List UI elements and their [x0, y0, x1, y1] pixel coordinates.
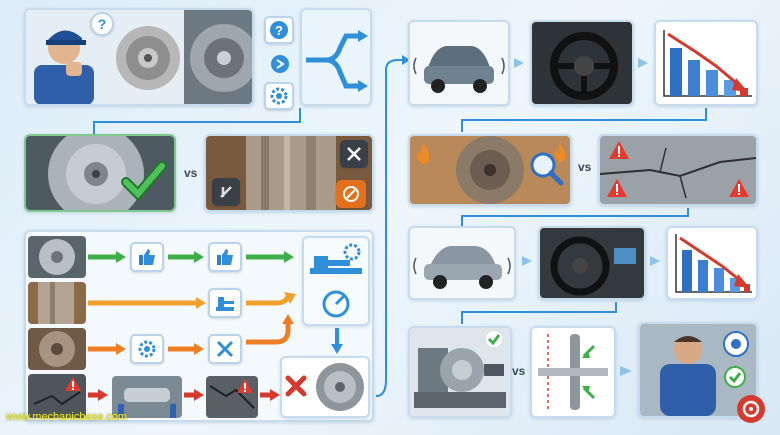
- gear-icon: [138, 340, 156, 358]
- cracked-part-photo: [206, 376, 258, 418]
- orange-arrow-3: [88, 342, 128, 356]
- gear-icon: [270, 87, 288, 105]
- check-icon-small: [484, 330, 504, 348]
- lathe-icon: [216, 297, 234, 311]
- thumbs-up-icon: [139, 249, 155, 265]
- watermark-text: www.mechanicbase.com: [6, 411, 128, 423]
- decline-chart-panel-1: [654, 20, 758, 106]
- arrow-circle: [270, 54, 290, 74]
- machining-panel: [302, 236, 370, 326]
- intro-panel: [24, 8, 254, 106]
- question-tile: ?: [264, 16, 294, 44]
- wrench-screwdriver-icon: [216, 340, 234, 358]
- split-arrows: [306, 30, 368, 92]
- decline-chart-panel-2: [666, 226, 758, 300]
- gear-tile-2: [130, 334, 164, 364]
- steering-panel: [530, 20, 634, 106]
- connector-right-1: [456, 106, 716, 134]
- gear-tile: [264, 82, 294, 110]
- flywheel-measurement-diagram: [532, 328, 614, 416]
- magnifier-icon: [528, 150, 564, 186]
- row2-photo: [28, 282, 86, 324]
- thumbs-up-icon: [217, 249, 233, 265]
- blue-arrow-r1: [512, 56, 528, 70]
- connector-right-3: [456, 300, 656, 326]
- check-icon-badge: [724, 366, 746, 388]
- connector-line: [90, 106, 320, 136]
- shaking-car-panel: [408, 20, 510, 106]
- vs-label-left: vs: [184, 166, 198, 180]
- lathe-tile: [208, 288, 242, 318]
- tools-tile-3: [208, 334, 242, 364]
- green-arrow-1: [88, 250, 128, 264]
- brake-icon: [343, 186, 359, 202]
- connector-right-2: [456, 206, 716, 228]
- wrench-screwdriver-icon: [347, 147, 361, 161]
- declining-bars-chart: [656, 22, 756, 104]
- flame-icon-2: [550, 142, 570, 164]
- shaking-car-panel-2: [408, 226, 516, 300]
- cracked-surface-photo: [600, 136, 756, 204]
- smooth-flywheel-photo: [26, 136, 174, 210]
- vibrating-car-illustration: [410, 22, 508, 104]
- blue-down-arrow: [330, 328, 344, 356]
- svg-text:?: ?: [275, 23, 283, 38]
- brake-tile: [336, 180, 366, 208]
- thumbs-up-tile-1: [130, 242, 164, 272]
- warning-icon-3: [608, 140, 630, 160]
- row3-photo: [28, 328, 86, 370]
- tools-tile: [340, 140, 368, 168]
- warning-icon-2: [236, 378, 254, 394]
- blue-arrow-r2: [636, 56, 652, 70]
- orange-arrow-4: [168, 342, 206, 356]
- blue-arrow-r5: [618, 364, 636, 378]
- thumbs-up-tile-2: [208, 242, 242, 272]
- row4-photo: [28, 374, 86, 418]
- vibrating-sedan-illustration: [410, 228, 514, 298]
- wrench-screwdriver-icon: [220, 186, 232, 198]
- tools-tile-2: [212, 178, 240, 206]
- question-bubble: ?: [90, 12, 114, 36]
- check-icon: [120, 160, 168, 202]
- row1-photo: [28, 236, 86, 278]
- lathe-resurface-panel: [408, 326, 512, 418]
- blue-arrow-r4: [648, 254, 664, 268]
- flame-icon: [412, 142, 434, 166]
- orange-arrow-5: [246, 312, 300, 352]
- question-icon: ?: [270, 21, 288, 39]
- measure-panel: [530, 326, 616, 418]
- declining-bars-chart-2: [668, 228, 756, 298]
- red-arrow-1: [88, 388, 110, 402]
- orange-arrow-1: [88, 296, 208, 310]
- brake-logo-icon: [736, 394, 766, 424]
- steering-wheel-photo-2: [540, 228, 644, 298]
- red-arrow-3: [260, 388, 282, 402]
- lathe-gauge-icons: [310, 243, 362, 318]
- green-arrow-3: [246, 250, 296, 264]
- vs-label-right-bottom: vs: [512, 364, 526, 378]
- mechanic-thinking-illustration: [26, 10, 252, 104]
- warning-icon: [64, 376, 82, 392]
- orange-arrow-2: [246, 290, 300, 312]
- warning-icon-5: [728, 178, 750, 198]
- svg-text:?: ?: [98, 16, 107, 32]
- vs-label-right-top: vs: [578, 160, 592, 174]
- steering-panel-2: [538, 226, 646, 300]
- good-flywheel-panel: [24, 134, 176, 212]
- steering-wheel-photo: [532, 22, 632, 104]
- question-icon: ?: [98, 16, 107, 32]
- warning-icon-4: [606, 178, 628, 198]
- new-flywheel-replacement: [282, 358, 368, 416]
- green-arrow-2: [168, 250, 206, 264]
- split-arrow-panel: [300, 8, 372, 106]
- blue-arrow-r3: [520, 254, 536, 268]
- red-arrow-2: [184, 388, 206, 402]
- replace-panel: [280, 356, 370, 418]
- divider-connector: [372, 40, 412, 400]
- car-lift-photo: [112, 376, 182, 418]
